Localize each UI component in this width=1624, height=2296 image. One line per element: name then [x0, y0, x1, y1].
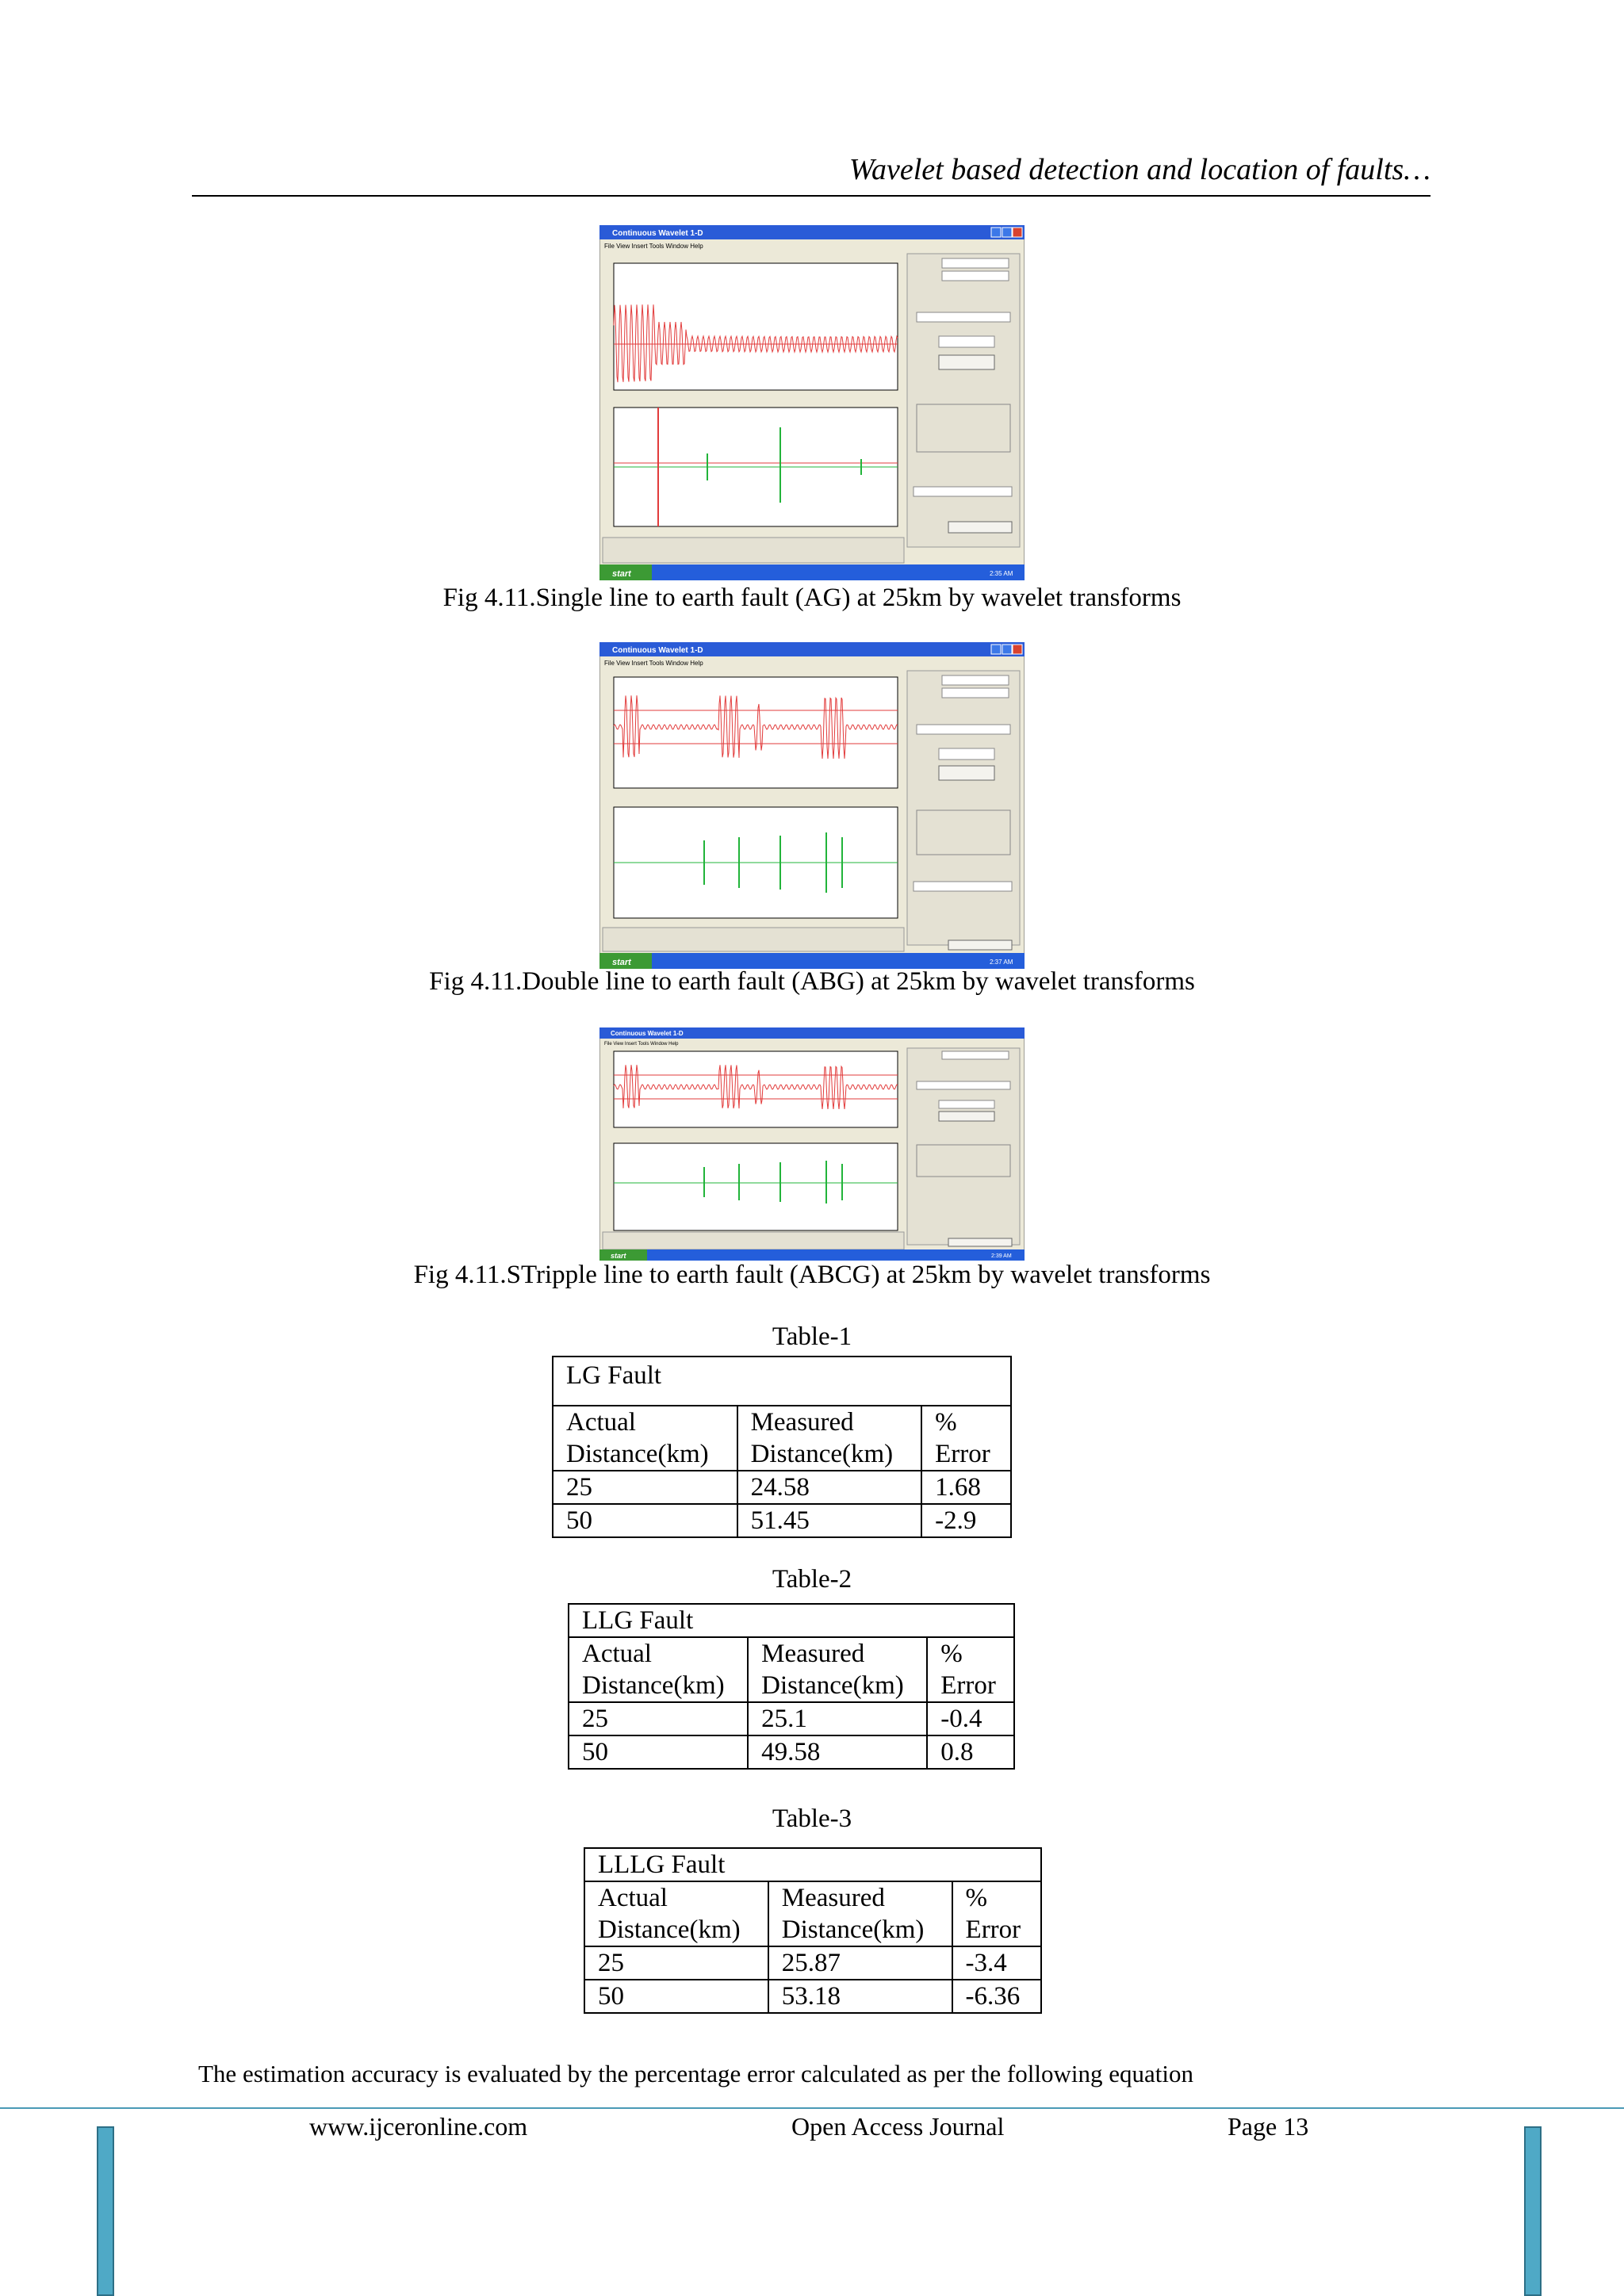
start-button: start — [612, 958, 632, 967]
window-title: Continuous Wavelet 1-D — [611, 1030, 684, 1037]
table-1-label: Table-1 — [772, 1322, 852, 1351]
figure-2-window: Continuous Wavelet 1-D File View Insert … — [599, 642, 1025, 969]
footer-website: www.ijceronline.com — [309, 2112, 528, 2141]
signal-trace — [613, 304, 898, 383]
left-side-bar — [97, 2126, 114, 2296]
right-side-bar — [1524, 2126, 1542, 2296]
figure-1-window: Continuous Wavelet 1-D File View Insert … — [599, 225, 1025, 580]
figure-3-window: Continuous Wavelet 1-D File View Insert … — [599, 1027, 1025, 1261]
body-paragraph: The estimation accuracy is evaluated by … — [198, 2060, 1193, 2087]
table-3-label: Table-3 — [772, 1804, 852, 1833]
footer-journal: Open Access Journal — [791, 2112, 1005, 2141]
figure-3-screenshot: Continuous Wavelet 1-D File View Insert … — [599, 1027, 1025, 1261]
table-title: LLLG Fault — [584, 1847, 1042, 1882]
signal-trace — [613, 1065, 898, 1110]
page-header-title: Wavelet based detection and location of … — [848, 153, 1431, 186]
window-title: Continuous Wavelet 1-D — [612, 229, 703, 238]
table-title: LG Fault — [552, 1356, 1012, 1406]
figure-3-caption: Fig 4.11.STripple line to earth fault (A… — [413, 1261, 1211, 1289]
clock: 2:39 AM — [991, 1253, 1012, 1259]
menu-bar: File View Insert Tools Window Help — [604, 243, 703, 250]
menu-bar: File View Insert Tools Window Help — [604, 1042, 679, 1047]
figure-1-screenshot: Continuous Wavelet 1-D File View Insert … — [599, 225, 1025, 580]
header-rule — [192, 195, 1431, 197]
window-title: Continuous Wavelet 1-D — [612, 646, 703, 655]
clock: 2:37 AM — [990, 959, 1013, 966]
figure-1-caption: Fig 4.11.Single line to earth fault (AG)… — [442, 584, 1182, 612]
footer-rule — [0, 2107, 1624, 2109]
signal-trace — [613, 695, 898, 760]
figure-2-screenshot: Continuous Wavelet 1-D File View Insert … — [599, 642, 1025, 969]
start-button: start — [612, 569, 632, 579]
clock: 2:35 AM — [990, 570, 1013, 577]
menu-bar: File View Insert Tools Window Help — [604, 660, 703, 667]
start-button: start — [611, 1252, 627, 1260]
header-cell: %Error — [951, 1881, 1043, 1947]
figure-2-caption: Fig 4.11.Double line to earth fault (ABG… — [429, 967, 1195, 996]
table-2-label: Table-2 — [772, 1565, 852, 1594]
header-cell: %Error — [926, 1636, 1015, 1703]
table-title: LLG Fault — [568, 1603, 1015, 1638]
footer-page-number: Page 13 — [1228, 2112, 1309, 2141]
header-cell: %Error — [921, 1405, 1012, 1471]
